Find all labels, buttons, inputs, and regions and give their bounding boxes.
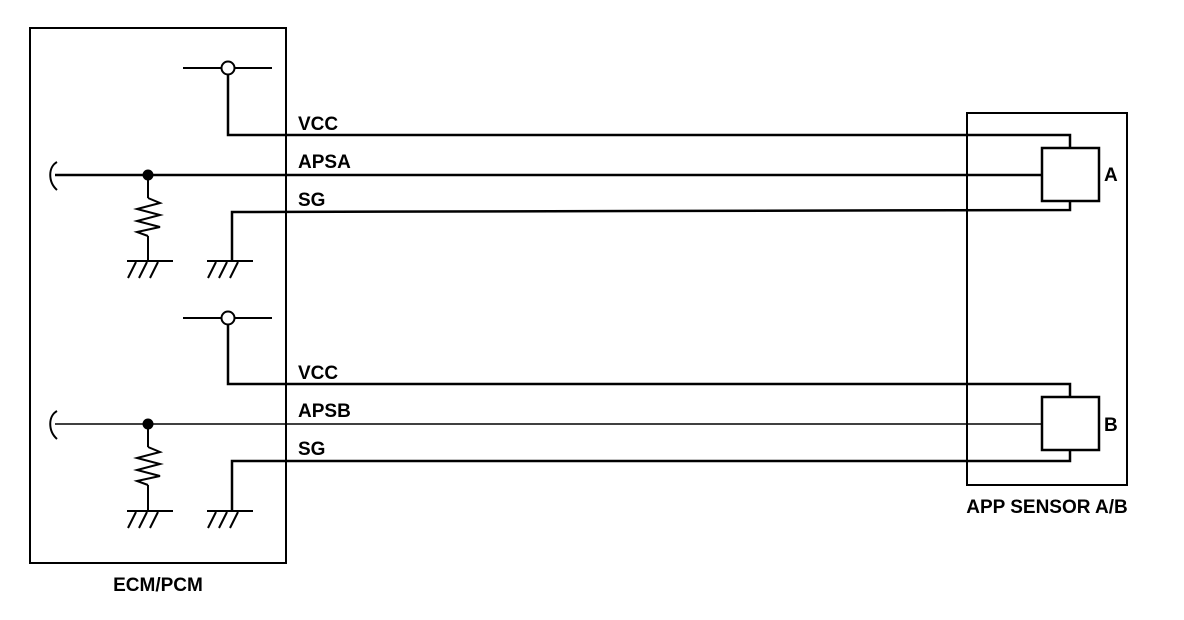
vcc-terminal-b (220, 310, 236, 326)
ecm-pcm-box (29, 27, 287, 564)
pulldown-resistor-b (133, 446, 164, 486)
circuit-a: VCC APSA SG A (49, 60, 1118, 279)
input-tilde-b (49, 410, 58, 440)
ground-symbol-b2 (207, 510, 253, 529)
label-sg-a: SG (298, 190, 325, 211)
sensor-element-b (1040, 395, 1101, 452)
ground-symbol-a1 (127, 260, 173, 279)
ground-symbol-b1 (127, 510, 173, 529)
label-element-a: A (1104, 165, 1118, 186)
vcc-terminal-a (220, 60, 236, 76)
ecm-pcm-label: ECM/PCM (113, 575, 203, 596)
label-sg-b: SG (298, 439, 325, 460)
vcc-wire-a (226, 75, 1072, 148)
vcc-wire-b (226, 325, 1072, 397)
sensor-element-a (1040, 146, 1101, 203)
app-sensor-label: APP SENSOR A/B (966, 497, 1128, 518)
sg-wire-b (230, 451, 1072, 511)
label-apsa: APSA (298, 152, 351, 173)
ground-symbol-a2 (207, 260, 253, 279)
label-vcc-b: VCC (298, 363, 338, 384)
input-tilde-a (49, 161, 58, 191)
label-vcc-a: VCC (298, 114, 338, 135)
label-element-b: B (1104, 415, 1118, 436)
pulldown-resistor-a (133, 197, 164, 237)
circuit-b: VCC APSB SG B (49, 310, 1118, 529)
app-sensor-box (966, 112, 1128, 486)
label-apsb: APSB (298, 401, 351, 422)
sg-wire-a (230, 201, 1072, 261)
